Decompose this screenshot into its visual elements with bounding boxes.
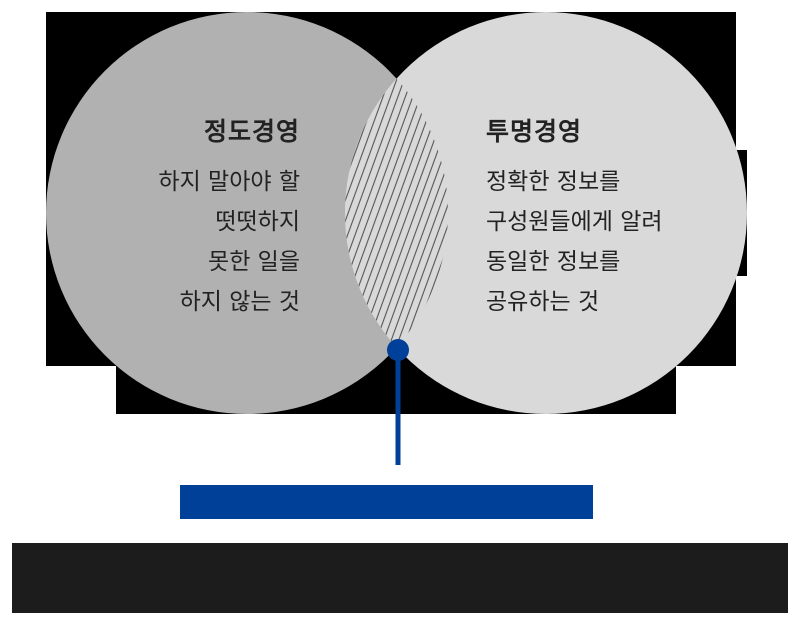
right-circle-text: 투명경영 정확한 정보를 구성원들에게 알려 동일한 정보를 공유하는 것 (486, 116, 746, 322)
connector-dot (387, 339, 409, 361)
left-line-3: 못한 일을 (208, 249, 300, 275)
result-description-bar (12, 543, 788, 613)
right-circle (345, 12, 747, 414)
left-circle (46, 12, 448, 414)
left-line-4: 하지 않는 것 (179, 289, 300, 315)
left-circle-text: 정도경영 하지 말아야 할 떳떳하지 못한 일을 하지 않는 것 (60, 116, 300, 322)
right-line-1: 정확한 정보를 (486, 169, 621, 195)
left-circle-description: 하지 말아야 할 떳떳하지 못한 일을 하지 않는 것 (60, 162, 300, 322)
right-line-3: 동일한 정보를 (486, 249, 621, 275)
left-circle-title: 정도경영 (203, 117, 300, 146)
right-line-4: 공유하는 것 (486, 289, 600, 315)
left-line-2: 떳떳하지 (215, 209, 300, 235)
result-label-bar (180, 485, 593, 519)
left-line-1: 하지 말아야 할 (158, 169, 300, 195)
right-line-2: 구성원들에게 알려 (486, 209, 663, 235)
right-circle-description: 정확한 정보를 구성원들에게 알려 동일한 정보를 공유하는 것 (486, 162, 746, 322)
right-circle-title: 투명경영 (486, 117, 583, 146)
